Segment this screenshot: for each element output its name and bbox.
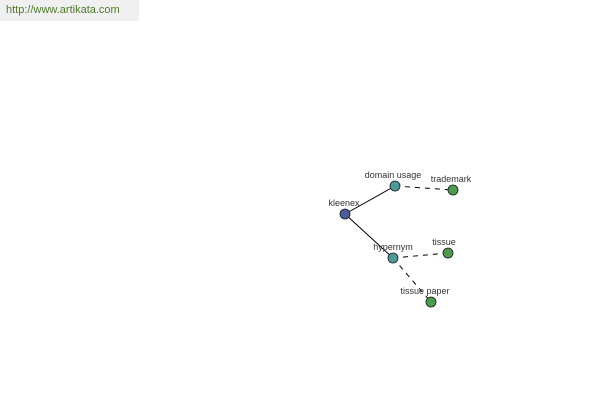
node-label-hypernym[interactable]: hypernym <box>373 242 413 252</box>
node-tissue[interactable] <box>442 247 454 259</box>
node-label-tissue_paper[interactable]: tissue paper <box>400 286 449 296</box>
node-label-trademark[interactable]: trademark <box>431 174 472 184</box>
site-url-banner[interactable]: http://www.artikata.com <box>0 0 139 21</box>
node-label-domain_usage[interactable]: domain usage <box>365 170 422 180</box>
edge-hypernym-tissue <box>392 252 449 259</box>
node-hypernym[interactable] <box>387 252 399 264</box>
edges-layer <box>344 185 454 303</box>
node-label-tissue[interactable]: tissue <box>432 237 456 247</box>
edge-domain_usage-trademark <box>394 185 454 191</box>
node-label-kleenex[interactable]: kleenex <box>328 198 360 208</box>
edge-kleenex-hypernym <box>344 213 394 259</box>
nodes-layer: kleenex domain usage trademark hypernym tiss… <box>328 170 472 308</box>
edge-kleenex-domain_usage <box>344 185 396 215</box>
node-tissue_paper[interactable] <box>425 296 437 308</box>
node-kleenex[interactable] <box>339 208 351 220</box>
node-domain_usage[interactable] <box>389 180 401 192</box>
node-trademark[interactable] <box>447 184 459 196</box>
site-url-text[interactable]: http://www.artikata.com <box>6 4 120 16</box>
